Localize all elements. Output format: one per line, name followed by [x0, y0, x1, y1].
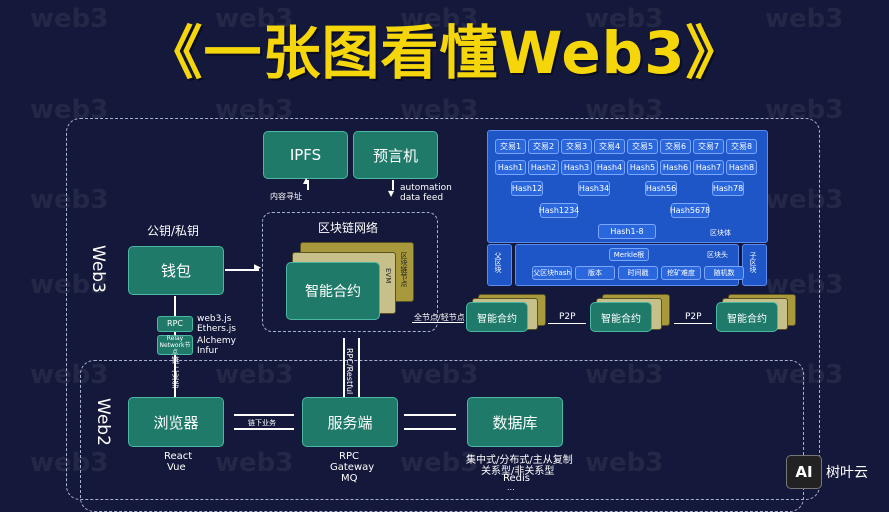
full-node-label: 全节点/轻节点 — [414, 313, 465, 322]
db-tech-3: Redis — [503, 473, 530, 484]
hash-cell: Hash7 — [693, 160, 724, 175]
parent-block — [487, 244, 512, 286]
transaction-cell: 交易8 — [726, 139, 757, 154]
header-field-cell: 随机数 — [704, 266, 744, 280]
transaction-cell: 交易7 — [693, 139, 724, 154]
child-block — [742, 244, 767, 286]
merkle-root-hash: Hash1-8 — [598, 224, 656, 239]
wallet-node: 钱包 — [128, 246, 224, 295]
blockchain-node-label: 区块链节点 — [400, 252, 408, 287]
blockchain-network-label: 区块链网络 — [318, 221, 379, 235]
hash-cell: Hash56 — [645, 181, 677, 196]
p2p-label-1: P2P — [559, 312, 576, 322]
header-field-cell: 父区块hash — [532, 266, 572, 280]
p2p-label-2: P2P — [685, 312, 702, 322]
arrow-line — [307, 180, 309, 190]
arrow-down-icon: ▼ — [388, 189, 395, 198]
browser-node: 浏览器 — [128, 397, 224, 447]
infura-label: Infur — [197, 346, 218, 356]
web3js-label: web3.js — [197, 314, 232, 324]
block-header-label: 区块头 — [707, 251, 728, 259]
brand-name: 树叶云 — [826, 465, 868, 481]
transaction-cell: 交易3 — [561, 139, 592, 154]
db-tech-2: 关系型/非关系型 — [481, 466, 555, 477]
hash-cell: Hash8 — [726, 160, 757, 175]
off-chain-label: 链下业务 — [248, 419, 276, 427]
arrow-up-icon: ▲ — [303, 176, 310, 185]
transaction-cell: 交易5 — [627, 139, 658, 154]
rpc-restful-label: RPC/Restful — [345, 348, 354, 395]
arrow-line — [548, 323, 586, 324]
p2p-node-3: 智能合约 — [716, 302, 778, 332]
web3-zone-label: Web3 — [88, 245, 108, 293]
header-field-cell: 版本 — [575, 266, 615, 280]
rpc-node: RPC — [157, 316, 193, 332]
automation-label: automation — [400, 183, 452, 193]
block-body-label: 区块体 — [710, 229, 731, 237]
hash-cell: Hash34 — [578, 181, 610, 196]
db-tech-4: ... — [507, 483, 515, 492]
db-tech-1: 集中式/分布式/主从复制 — [466, 455, 573, 466]
oracle-node: 预言机 — [353, 131, 438, 179]
hash-cell: Hash3 — [561, 160, 592, 175]
p2p-node-1: 智能合约 — [466, 302, 528, 332]
browser-tech-2: Vue — [167, 462, 186, 473]
server-node: 服务端 — [302, 397, 398, 447]
header-field-cell: 时间戳 — [618, 266, 658, 280]
database-node: 数据库 — [467, 397, 563, 447]
page-title: 《一张图看懂Web3》 — [144, 19, 745, 87]
transaction-cell: 交易1 — [495, 139, 526, 154]
hash-cell: Hash1 — [495, 160, 526, 175]
hash-cell: Hash12 — [511, 181, 543, 196]
hash-cell: Hash1234 — [539, 203, 579, 218]
hash-cell: Hash78 — [712, 181, 744, 196]
hash-cell: Hash2 — [528, 160, 559, 175]
content-address-label: 内容寻址 — [270, 192, 302, 201]
smart-contract-node: 智能合约 — [286, 262, 380, 320]
arrow-line — [358, 338, 360, 398]
header-field-cell: 挖矿难度 — [661, 266, 701, 280]
arrow-line — [412, 322, 464, 323]
merkle-root-field: Merkle根 — [609, 248, 649, 261]
server-tech-3: MQ — [341, 473, 358, 484]
on-chain-label: 链上业务 — [171, 356, 180, 388]
ethersjs-label: Ethers.js — [197, 324, 236, 334]
arrow-line — [225, 269, 259, 271]
arrow-line — [674, 323, 712, 324]
hash-cell: Hash4 — [594, 160, 625, 175]
arrow-line — [343, 338, 345, 398]
arrow-line — [404, 428, 456, 430]
transaction-cell: 交易2 — [528, 139, 559, 154]
blockchain-network-zone — [262, 212, 438, 332]
child-block-label: 子区块 — [749, 252, 757, 273]
transaction-cell: 交易6 — [660, 139, 691, 154]
brand-logo: AI — [786, 455, 822, 489]
transaction-cell: 交易4 — [594, 139, 625, 154]
data-feed-label: data feed — [400, 193, 444, 203]
server-tech-1: RPC — [339, 451, 359, 462]
server-tech-2: Gateway — [330, 462, 375, 473]
p2p-node-2: 智能合约 — [590, 302, 652, 332]
hash-cell: Hash5678 — [670, 203, 710, 218]
arrow-right-icon: ▶ — [254, 263, 261, 273]
arrow-line — [234, 414, 294, 416]
arrow-line — [392, 180, 394, 190]
relay-node: Relay Network节点 — [157, 335, 193, 356]
evm-label: EVM — [384, 268, 392, 284]
web2-zone-label: Web2 — [93, 398, 113, 446]
parent-block-label: 父区块 — [494, 252, 502, 273]
arrow-line — [404, 414, 456, 416]
browser-tech-1: React — [164, 451, 193, 462]
keys-label: 公钥/私钥 — [147, 224, 200, 238]
hash-cell: Hash6 — [660, 160, 691, 175]
alchemy-label: Alchemy — [197, 336, 236, 346]
arrow-line — [234, 428, 294, 430]
hash-cell: Hash5 — [627, 160, 658, 175]
ipfs-node: IPFS — [263, 131, 348, 179]
